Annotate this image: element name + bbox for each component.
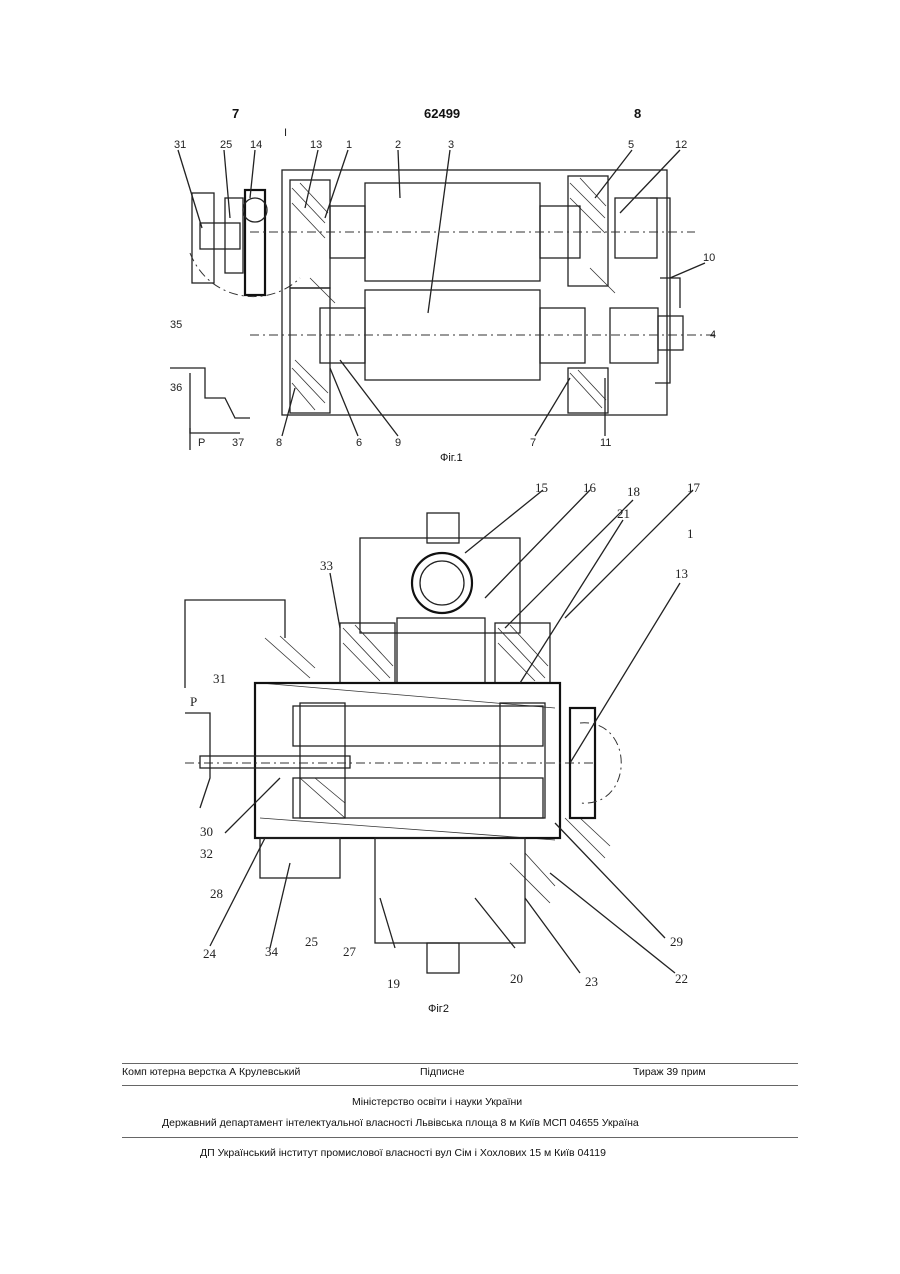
svg-text:25: 25: [220, 139, 232, 151]
svg-text:24: 24: [203, 946, 217, 961]
svg-text:23: 23: [585, 974, 598, 989]
svg-text:32: 32: [200, 846, 213, 861]
svg-text:P: P: [190, 694, 197, 709]
footer-top-rule: [122, 1063, 798, 1064]
left-page-number: 7: [232, 106, 239, 121]
patent-number: 62499: [424, 106, 460, 121]
svg-text:14: 14: [250, 139, 262, 151]
svg-text:34: 34: [265, 944, 279, 959]
footer-ministry: Міністерство освіти і науки України: [352, 1096, 522, 1108]
figure-1-caption: Фіг.1: [440, 452, 463, 464]
svg-text:37: 37: [232, 437, 244, 449]
footer-middle-rule: [122, 1085, 798, 1086]
svg-text:7: 7: [530, 437, 536, 449]
svg-text:33: 33: [320, 558, 333, 573]
svg-text:11: 11: [600, 437, 611, 449]
figure-2-caption: Фіг2: [428, 1003, 449, 1015]
svg-text:25: 25: [305, 934, 318, 949]
svg-text:13: 13: [675, 566, 688, 581]
svg-text:8: 8: [276, 437, 282, 449]
svg-text:31: 31: [174, 139, 186, 151]
svg-text:31: 31: [213, 671, 226, 686]
footer-department: Державний департамент інтелектуальної вл…: [162, 1117, 639, 1129]
figure-1-drawing: 31 25 14 I 13 1 2 3 5 12 10 4 35 36 37 P…: [150, 128, 730, 458]
svg-text:28: 28: [210, 886, 223, 901]
footer-circulation: Тираж 39 прим: [633, 1066, 706, 1078]
svg-text:1: 1: [346, 139, 352, 151]
svg-text:3: 3: [448, 139, 454, 151]
figure-2-drawing: 15 16 18 17 21 1 13 33 31 P 30 32 28 24 …: [165, 478, 725, 998]
svg-text:19: 19: [387, 976, 400, 991]
svg-text:18: 18: [627, 484, 640, 499]
svg-text:20: 20: [510, 971, 523, 986]
svg-text:1: 1: [687, 526, 694, 541]
svg-text:17: 17: [687, 480, 701, 495]
svg-text:29: 29: [670, 934, 683, 949]
svg-text:2: 2: [395, 139, 401, 151]
svg-text:10: 10: [703, 252, 715, 264]
svg-text:I: I: [284, 128, 287, 139]
svg-text:6: 6: [356, 437, 362, 449]
svg-text:21: 21: [617, 506, 630, 521]
footer-layout-credit: Комп ютерна верстка А Крулевський: [122, 1066, 300, 1078]
footer-signed: Підписне: [420, 1066, 464, 1078]
svg-text:4: 4: [710, 329, 716, 341]
svg-text:22: 22: [675, 971, 688, 986]
svg-text:13: 13: [310, 139, 322, 151]
svg-text:5: 5: [628, 139, 634, 151]
svg-text:35: 35: [170, 319, 182, 331]
right-page-number: 8: [634, 106, 641, 121]
footer-institute: ДП Український інститут промислової влас…: [200, 1147, 606, 1159]
svg-text:27: 27: [343, 944, 357, 959]
svg-text:15: 15: [535, 480, 548, 495]
svg-text:16: 16: [583, 480, 597, 495]
svg-text:12: 12: [675, 139, 687, 151]
svg-text:36: 36: [170, 382, 182, 394]
footer-bottom-rule: [122, 1137, 798, 1138]
svg-text:P: P: [198, 437, 205, 449]
svg-text:9: 9: [395, 437, 401, 449]
svg-text:30: 30: [200, 824, 213, 839]
